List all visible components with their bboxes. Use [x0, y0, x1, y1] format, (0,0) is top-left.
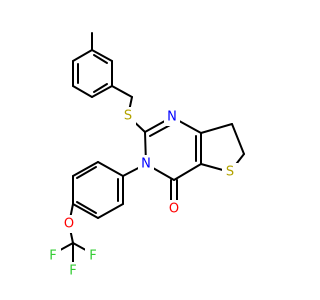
- atom-o-carbonyl: O: [166, 200, 182, 218]
- bond: [231, 123, 245, 155]
- bond-double-inner: [76, 201, 97, 214]
- bond-layer: [52, 32, 245, 266]
- atom-n3: N: [138, 155, 154, 173]
- atom-label: S: [124, 109, 132, 124]
- bond: [111, 85, 133, 98]
- bond-double-inner: [93, 54, 108, 64]
- atom-label: S: [226, 165, 234, 180]
- atom-f2: F: [85, 247, 101, 265]
- bond: [173, 163, 202, 181]
- atom-n1: N: [164, 108, 180, 126]
- bond: [72, 161, 99, 177]
- bond-double-inner: [76, 166, 97, 179]
- atom-s-thioether: S: [120, 107, 136, 125]
- atom-label: F: [89, 249, 96, 264]
- molecule-structure: S N N S O O F F: [45, 32, 245, 280]
- atom-label: N: [141, 157, 151, 172]
- atom-f3: F: [65, 262, 81, 280]
- atom-f1: F: [45, 247, 61, 265]
- bond: [72, 85, 93, 98]
- atom-label: F: [69, 264, 76, 279]
- atom-label: O: [169, 202, 179, 217]
- bond: [91, 49, 113, 62]
- atom-label: O: [64, 217, 74, 232]
- atom-o-ether: O: [61, 215, 77, 233]
- bond: [72, 203, 99, 219]
- bond: [97, 203, 124, 219]
- bond-double-inner: [93, 83, 108, 93]
- bond: [200, 123, 233, 134]
- atom-label-layer: S N N S O O F F: [45, 107, 238, 280]
- bond: [72, 49, 93, 62]
- bond: [97, 161, 124, 177]
- atom-label: F: [49, 249, 56, 264]
- atom-label: N: [167, 110, 177, 125]
- bond: [91, 85, 113, 98]
- atom-s-ring: S: [222, 163, 238, 181]
